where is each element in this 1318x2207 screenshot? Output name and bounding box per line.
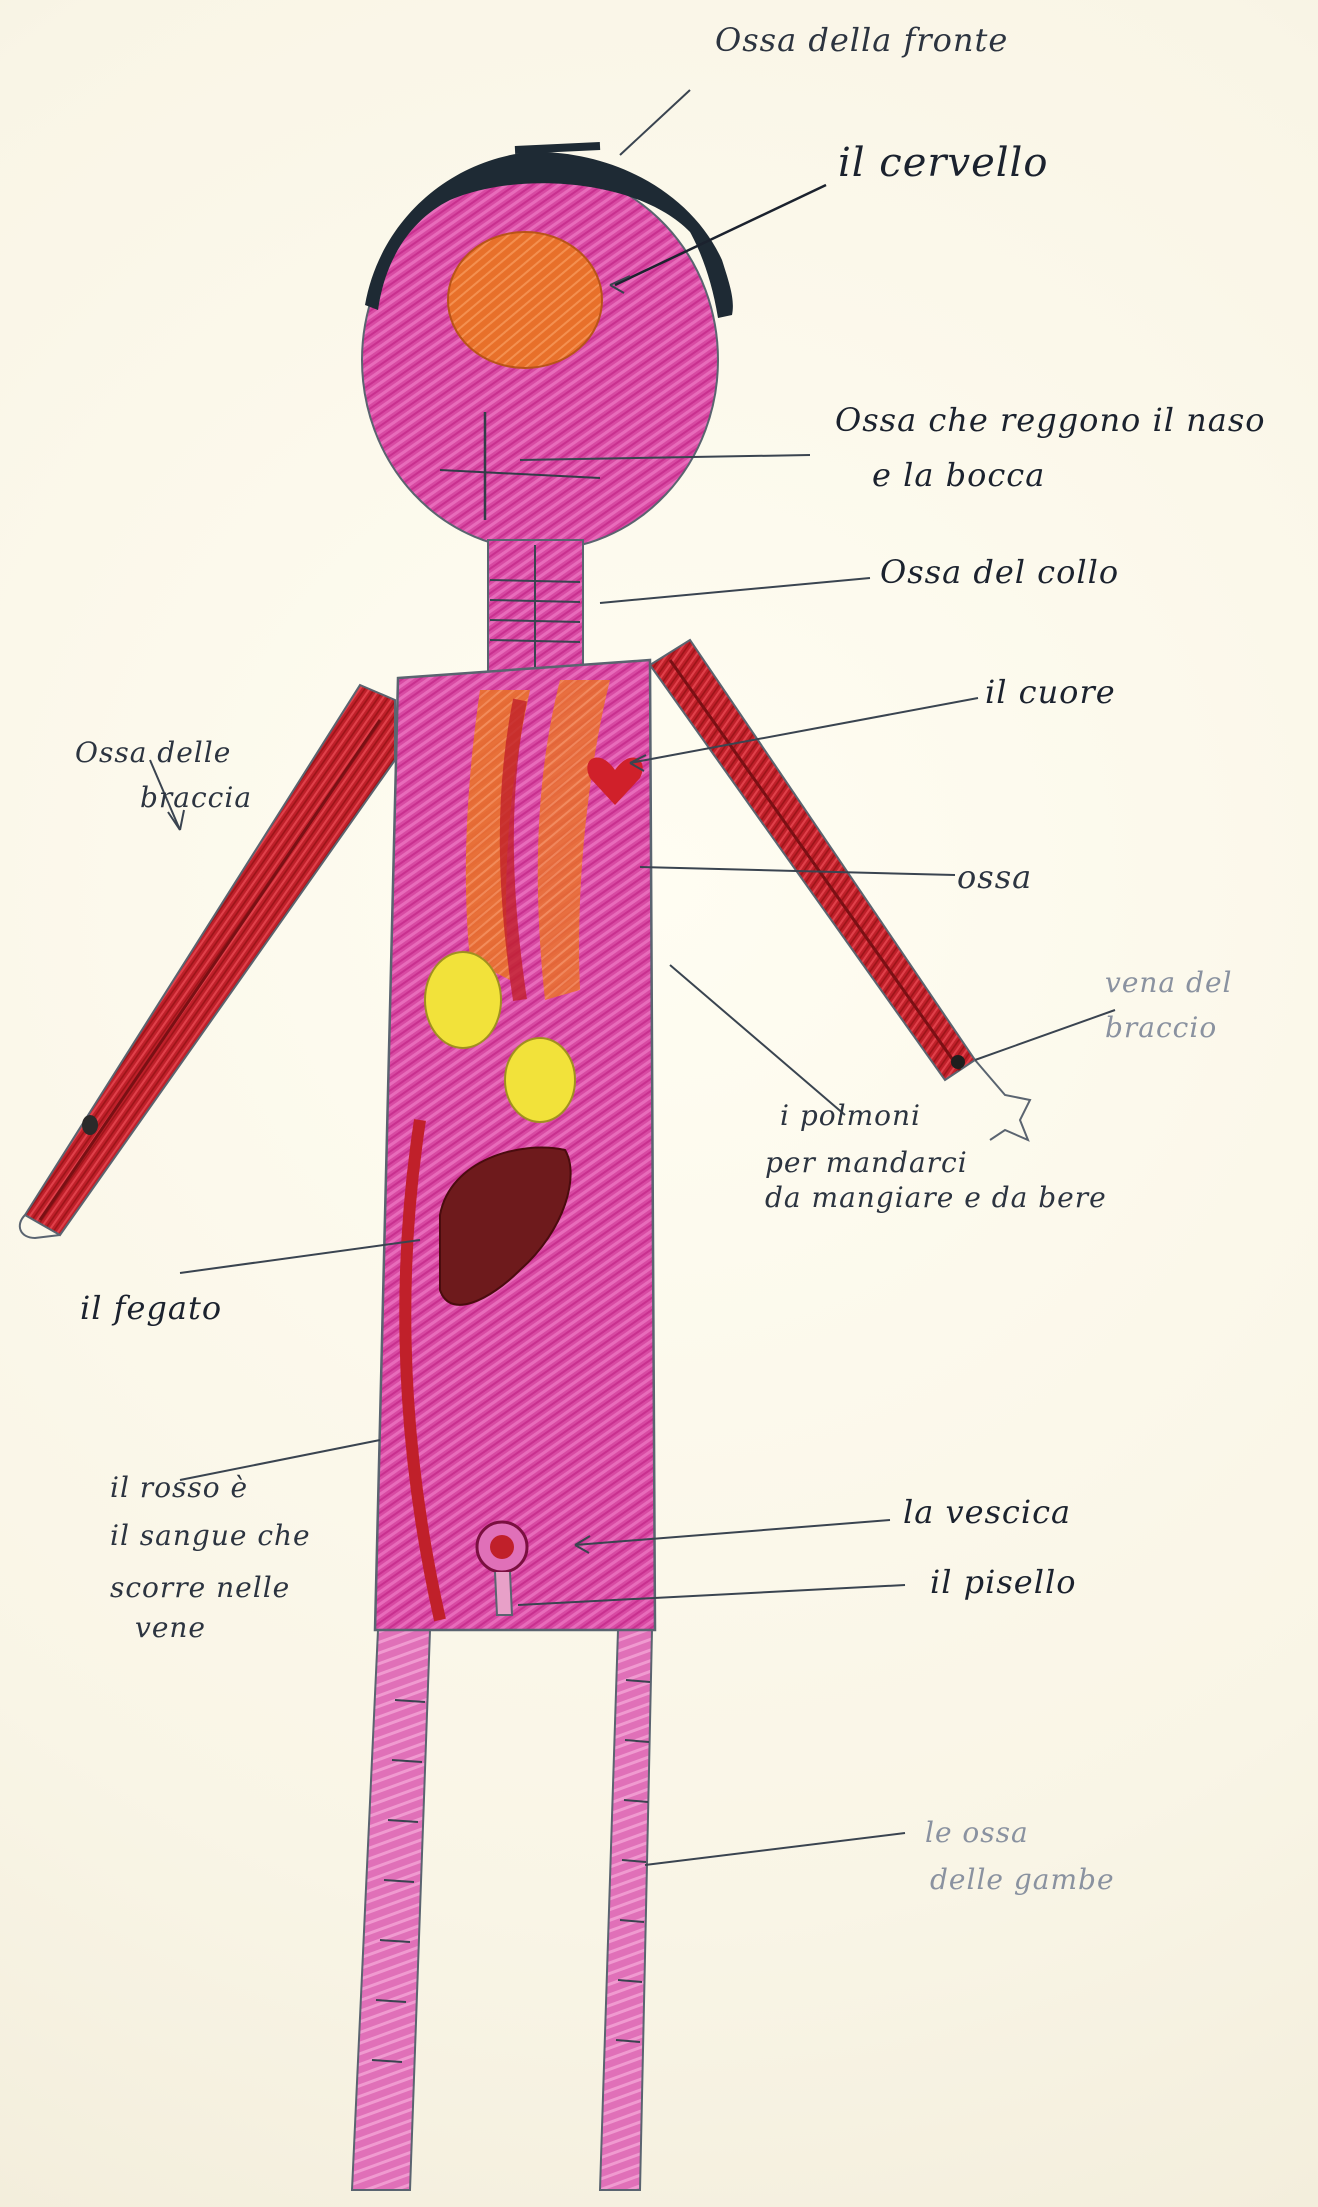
- label-polmoni-2: per mandarci: [765, 1145, 968, 1180]
- penis: [495, 1572, 512, 1615]
- neck: [488, 540, 583, 675]
- label-rosso-3: scorre nelle: [110, 1570, 290, 1605]
- label-ossa-fronte: Ossa della fronte: [715, 20, 1008, 60]
- brain: [448, 232, 602, 368]
- label-polmoni-3: da mangiare e da bere: [765, 1180, 1107, 1215]
- label-cervello: il cervello: [838, 138, 1048, 188]
- legs: [352, 1630, 652, 2190]
- label-vena-braccio-2: braccio: [1105, 1010, 1217, 1045]
- label-gambe-1: le ossa: [925, 1815, 1029, 1850]
- label-ossa-braccia-1: Ossa delle: [75, 735, 231, 770]
- torso: [375, 660, 655, 1630]
- label-fegato: il fegato: [80, 1288, 222, 1328]
- lung-right: [505, 1038, 575, 1122]
- label-ossa: ossa: [957, 857, 1032, 897]
- label-ossa-naso-1: Ossa che reggono il naso: [835, 400, 1266, 440]
- label-gambe-2: delle gambe: [930, 1862, 1115, 1897]
- label-rosso-4: vene: [135, 1610, 206, 1645]
- label-rosso-1: il rosso è: [110, 1470, 248, 1505]
- label-polmoni-1: i polmoni: [780, 1098, 921, 1133]
- label-rosso-2: il sangue che: [110, 1518, 311, 1553]
- head: [362, 146, 733, 550]
- label-ossa-collo: Ossa del collo: [880, 552, 1119, 592]
- label-pisello: il pisello: [930, 1562, 1076, 1602]
- label-cuore: il cuore: [985, 672, 1116, 712]
- label-vena-braccio-1: vena del: [1105, 965, 1232, 1000]
- lung-left: [425, 952, 501, 1048]
- label-vescica: la vescica: [903, 1492, 1071, 1532]
- label-ossa-braccia-2: braccia: [140, 780, 252, 815]
- label-ossa-naso-2: e la bocca: [872, 455, 1045, 495]
